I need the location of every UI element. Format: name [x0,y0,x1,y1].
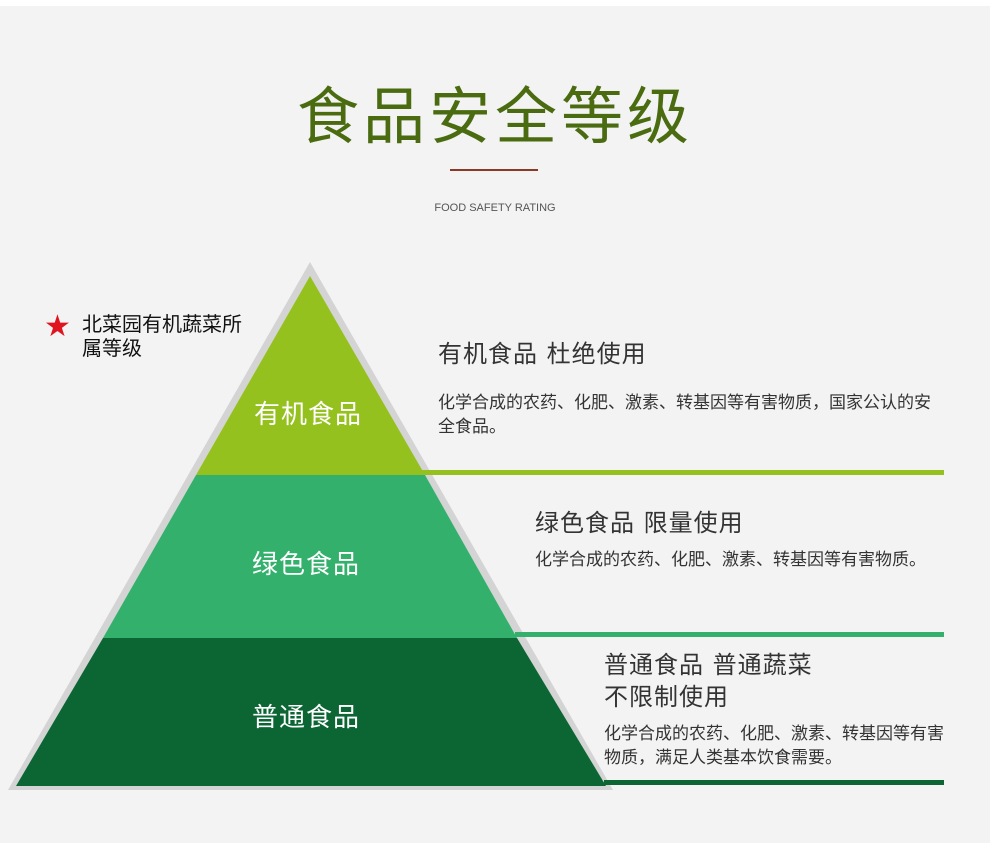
organic-underline [420,470,944,475]
tier-organic-shape [196,276,425,475]
tier-green-label: 绿色食品 [252,550,361,580]
tier-organic-label: 有机食品 [254,400,363,430]
regular-heading-line2: 不限制使用 [604,683,729,711]
organic-description: 化学合成的农药、化肥、激素、转基因等有害物质，国家公认的安全食品。 [438,393,931,437]
regular-underline [604,780,944,785]
title-divider [450,169,538,171]
tier-green-shape [103,475,517,638]
green-heading: 绿色食品 限量使用 [535,509,744,537]
page-subtitle: FOOD SAFETY RATING [434,202,556,214]
badge-note: 北菜园有机蔬菜所属等级 [82,312,242,360]
page-title: 食品安全等级 [296,80,693,153]
organic-heading: 有机食品 杜绝使用 [438,340,647,368]
green-underline [515,632,944,637]
green-description: 化学合成的农药、化肥、激素、转基因等有害物质。 [535,550,926,570]
star-icon: ★ [44,309,71,344]
tier-regular-shape [16,638,606,786]
top-strip [0,0,990,6]
regular-heading: 普通食品 普通蔬菜 [604,651,813,679]
tier-regular-label: 普通食品 [252,703,361,733]
regular-description: 化学合成的农药、化肥、激素、转基因等有害物质，满足人类基本饮食需要。 [604,724,944,768]
